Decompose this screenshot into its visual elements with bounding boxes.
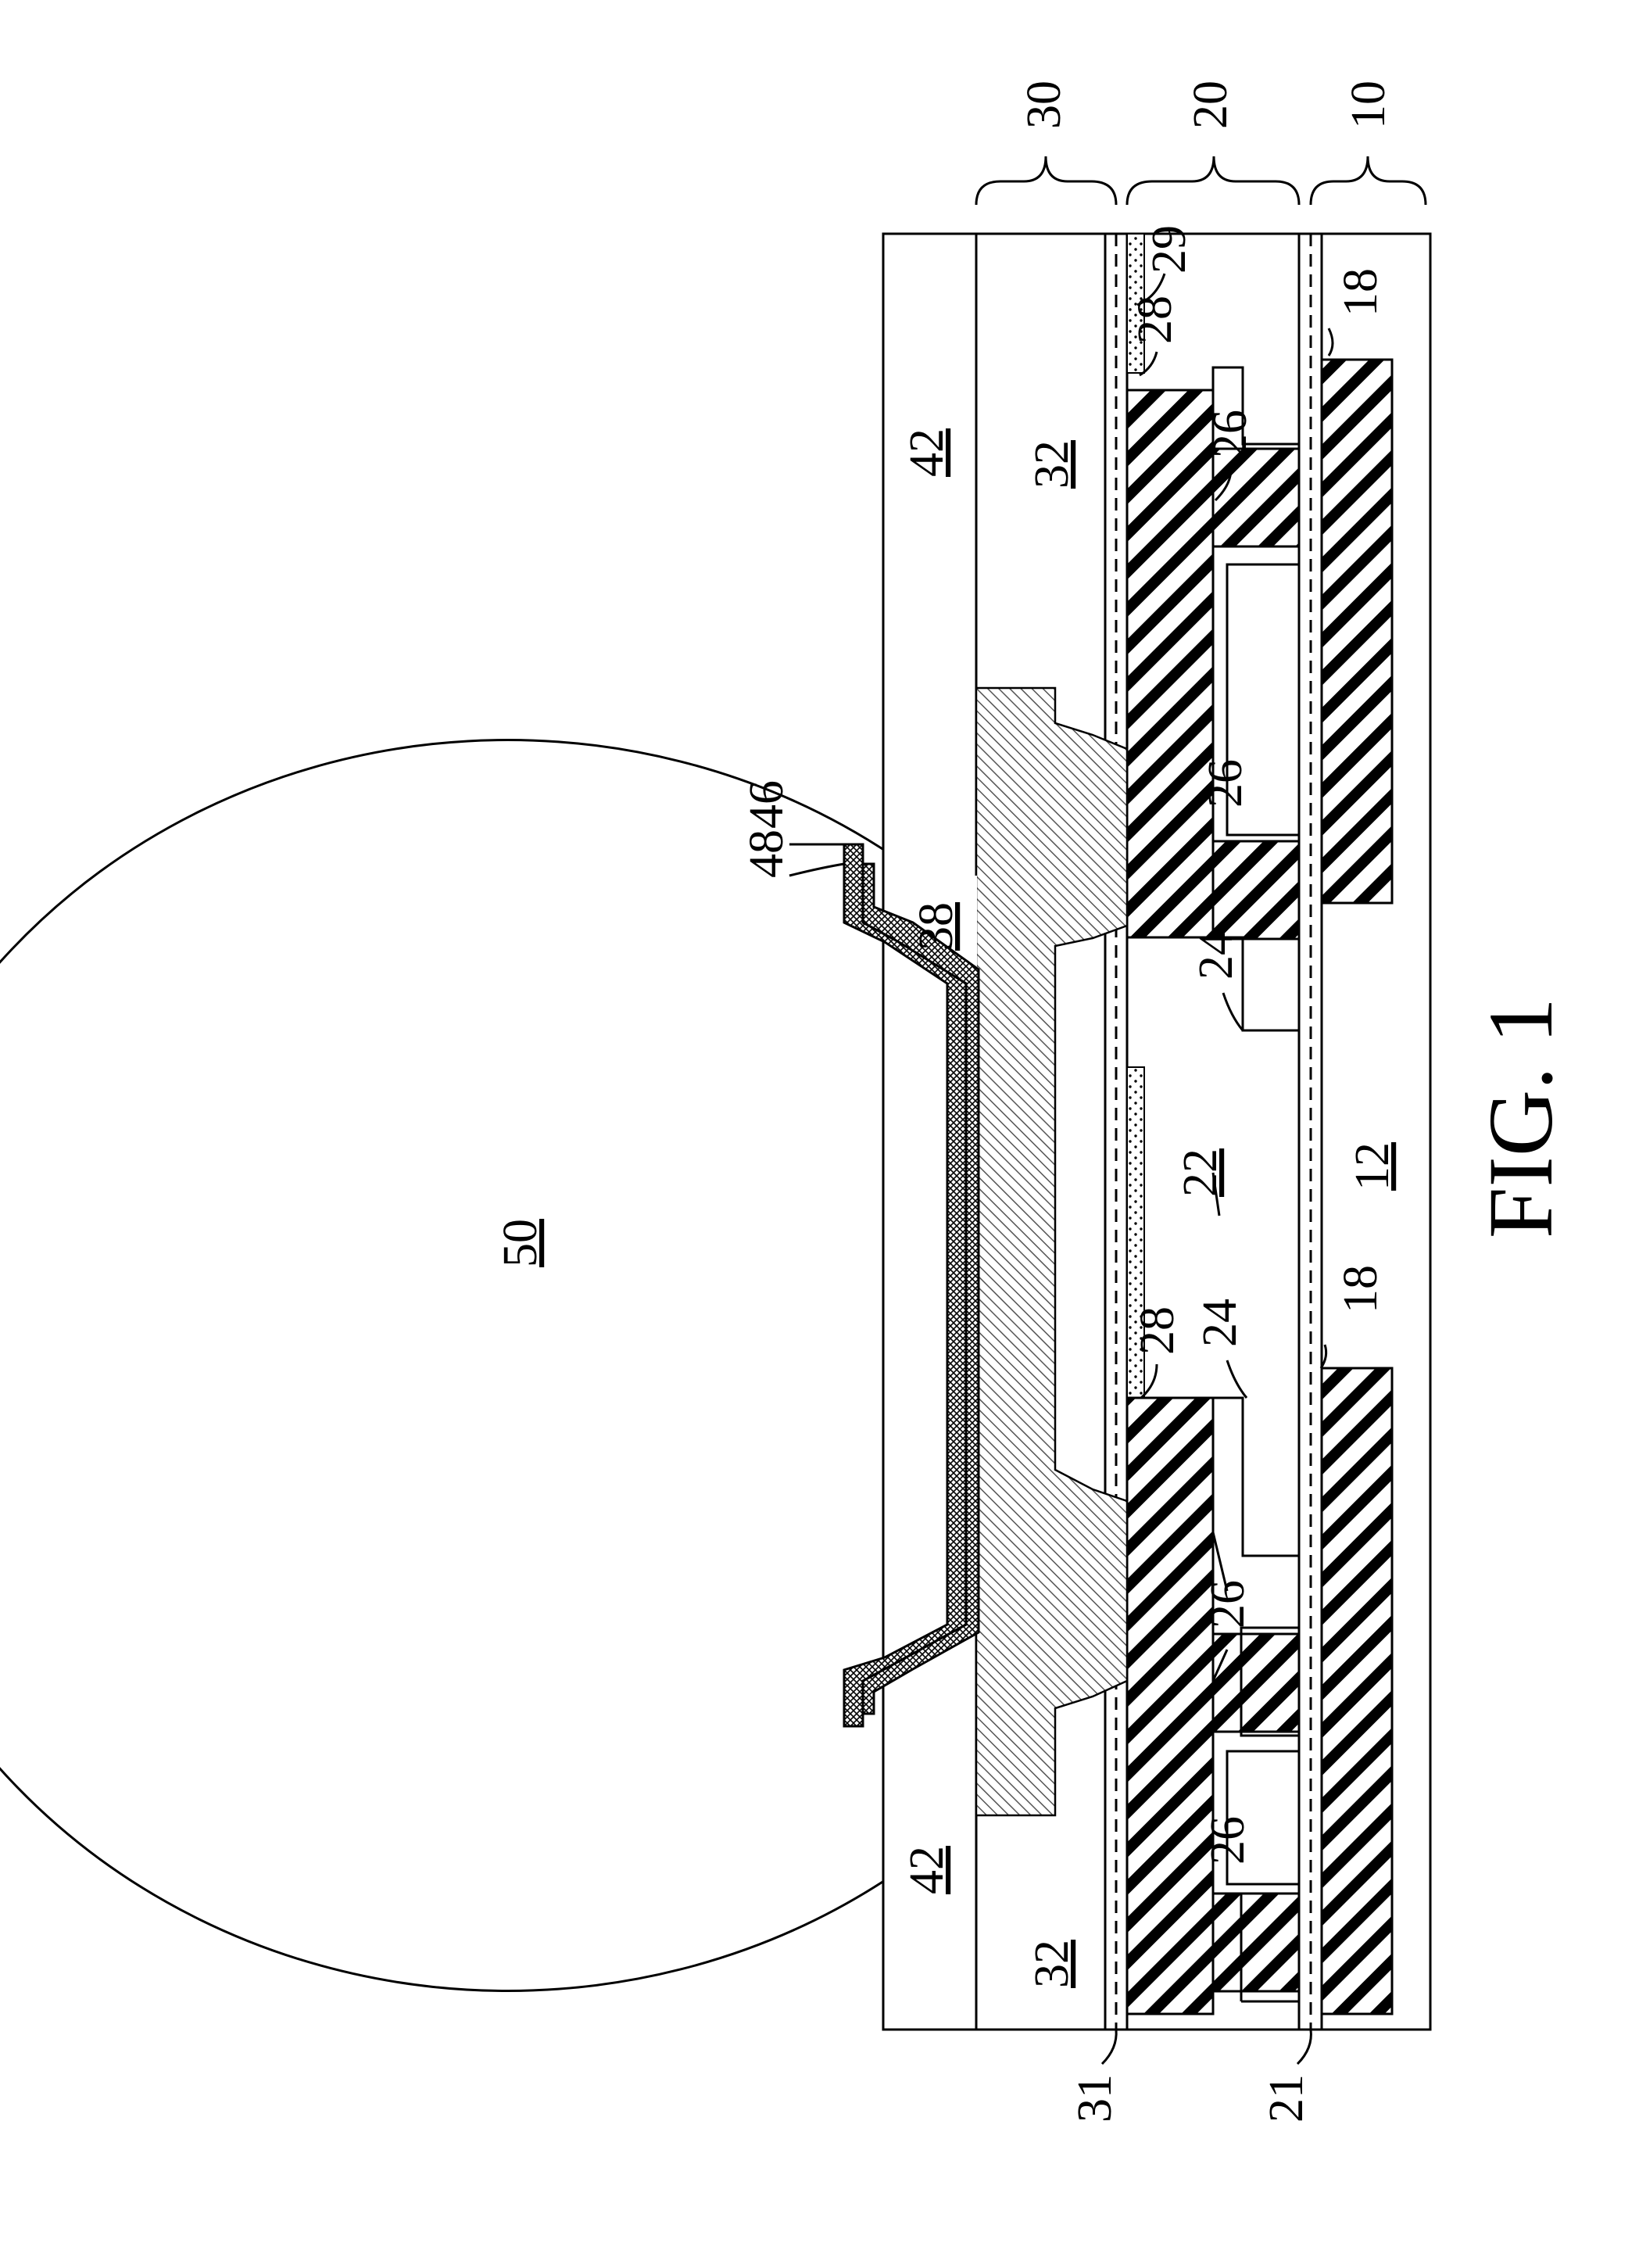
via-26-1 (1213, 1894, 1299, 1991)
label-region-30: 30 (1018, 81, 1071, 129)
label-ubm-46: 46 (740, 780, 793, 829)
label-upper-metal-28-left: 28 (1131, 1306, 1184, 1355)
label-lower-metal-18-right: 18 (1334, 268, 1387, 317)
upper-metal-28-right (1127, 390, 1213, 937)
label-via-26-4: 26 (1204, 410, 1257, 458)
via-26-3 (1213, 841, 1299, 939)
region-brace-20 (1127, 156, 1299, 205)
figure-caption: FIG. 1 (1469, 998, 1572, 1238)
label-dielectric-32-right: 32 (1025, 440, 1079, 489)
via-26-2 (1213, 1634, 1299, 1732)
upper-metal-28-left (1127, 1398, 1213, 2014)
label-via-26-1: 26 (1201, 1816, 1254, 1865)
solder-ball (0, 740, 891, 1991)
label-via-26-3: 26 (1199, 759, 1252, 808)
label-dielectric-32-left: 32 (1025, 1940, 1079, 1988)
lower-metal-18-left (1322, 1368, 1392, 2014)
label-pad-38: 38 (910, 902, 963, 951)
label-upper-metal-28-right: 28 (1129, 296, 1182, 344)
label-region-20: 20 (1184, 81, 1237, 129)
via-26-4 (1213, 449, 1299, 546)
label-region-10: 10 (1342, 81, 1395, 129)
label-via-26-2: 26 (1201, 1580, 1254, 1628)
lower-metal-18-right (1322, 360, 1392, 903)
label-lower-metal-18-left: 18 (1334, 1265, 1387, 1313)
label-etch-stop-31: 31 (1068, 2074, 1122, 2123)
region-brace-30 (976, 156, 1116, 205)
label-cap-29: 29 (1143, 225, 1196, 274)
label-ball-50: 50 (494, 1219, 547, 1267)
label-ild-22: 22 (1174, 1148, 1227, 1197)
label-liner-24-left: 24 (1193, 1299, 1247, 1347)
label-solder-mask-42-right: 42 (900, 428, 954, 477)
label-solder-mask-42-left: 42 (900, 1846, 954, 1894)
region-brace-10 (1311, 156, 1426, 205)
label-etch-stop-21: 21 (1260, 2074, 1313, 2123)
label-substrate-12: 12 (1346, 1142, 1399, 1191)
label-liner-24-right: 24 (1190, 931, 1243, 980)
label-ubm-48: 48 (740, 829, 793, 878)
